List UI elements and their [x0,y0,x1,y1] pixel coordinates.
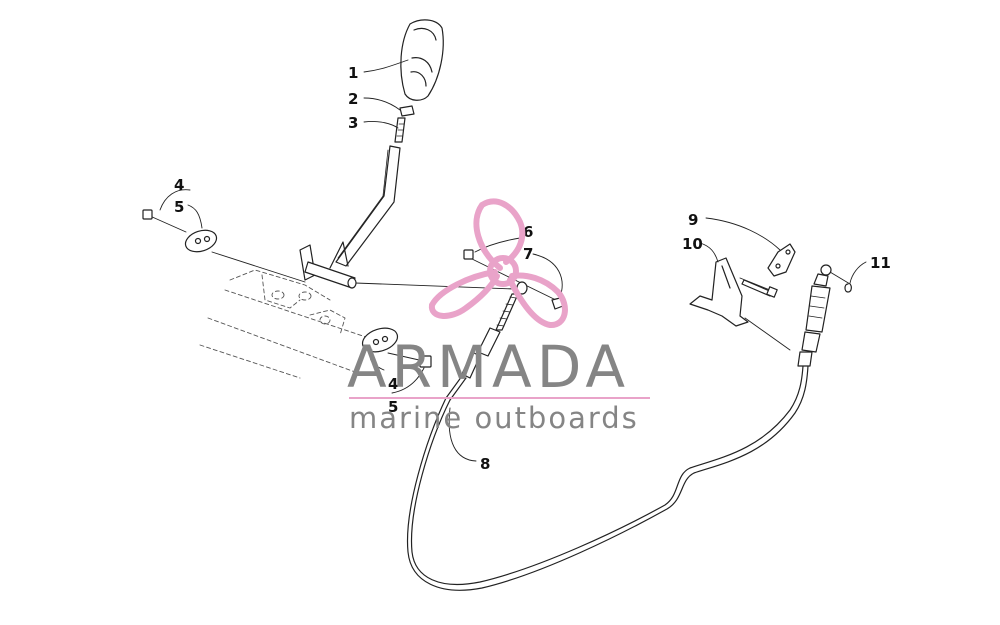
callout-5-lower: 5 [388,398,398,416]
callout-4-lower: 4 [388,375,398,393]
callout-4-upper: 4 [174,176,184,194]
callout-5-upper: 5 [174,198,184,216]
bracket-bolt [741,279,778,298]
shift-collar [399,105,415,117]
callout-2: 2 [348,90,358,108]
callout-10: 10 [682,235,703,253]
cable-linkage [767,243,796,277]
callout-7: 7 [523,245,533,263]
lower-bolt [419,355,432,368]
cable-clip [844,283,852,293]
callout-9: 9 [688,211,698,229]
cable-bolt [463,249,474,260]
callout-labels: 1 2 3 4 5 6 7 4 5 8 9 10 11 [174,64,891,473]
upper-bolt [142,209,153,220]
propeller-logo-icon [428,198,568,328]
watermark-brand: ARMADA [347,333,630,401]
shift-knob [400,19,444,101]
callout-1: 1 [348,64,358,82]
watermark-divider [349,397,650,399]
callout-11: 11 [870,254,891,272]
watermark: ARMADA marine outboards [347,198,650,435]
callout-6: 6 [523,223,533,241]
cable-bracket [689,257,749,327]
shift-cable [406,264,832,591]
leader-lines [159,59,867,462]
lower-washer [361,327,399,353]
watermark-tagline: marine outboards [349,401,639,435]
callout-8: 8 [480,455,490,473]
shift-lever [299,117,406,289]
upper-washer [184,229,218,253]
mount-outline [199,269,376,379]
callout-3: 3 [348,114,358,132]
